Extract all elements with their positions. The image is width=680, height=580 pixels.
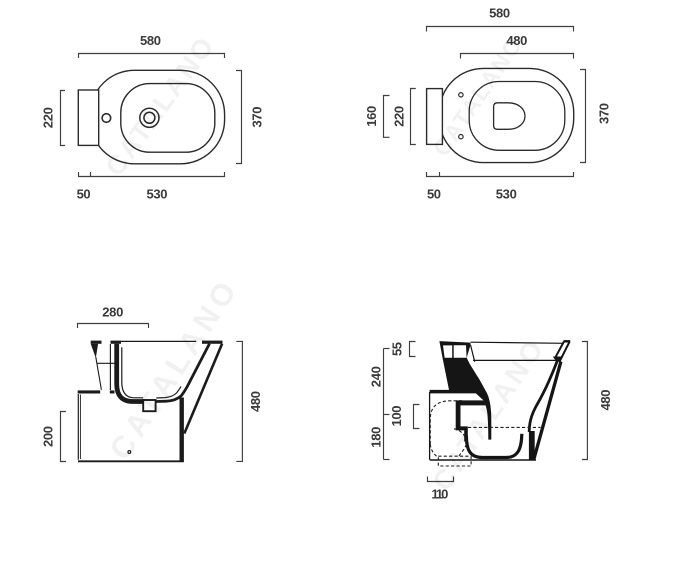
svg-text:370: 370 bbox=[597, 103, 612, 124]
svg-text:160: 160 bbox=[364, 106, 379, 127]
svg-text:580: 580 bbox=[140, 33, 161, 48]
svg-text:100: 100 bbox=[389, 406, 404, 427]
svg-text:50: 50 bbox=[427, 187, 441, 202]
svg-text:580: 580 bbox=[489, 6, 510, 21]
svg-text:280: 280 bbox=[102, 304, 123, 319]
svg-text:240: 240 bbox=[369, 366, 384, 387]
svg-text:220: 220 bbox=[392, 106, 407, 127]
svg-text:480: 480 bbox=[506, 33, 527, 48]
svg-text:180: 180 bbox=[369, 427, 384, 448]
svg-text:480: 480 bbox=[598, 390, 613, 411]
svg-text:55: 55 bbox=[390, 342, 405, 356]
svg-text:480: 480 bbox=[248, 391, 263, 412]
svg-text:530: 530 bbox=[496, 187, 517, 202]
svg-text:530: 530 bbox=[147, 187, 168, 202]
svg-text:110: 110 bbox=[431, 486, 448, 501]
svg-text:50: 50 bbox=[77, 187, 91, 202]
svg-text:370: 370 bbox=[250, 107, 265, 128]
svg-text:220: 220 bbox=[41, 107, 56, 128]
svg-text:200: 200 bbox=[40, 426, 55, 447]
